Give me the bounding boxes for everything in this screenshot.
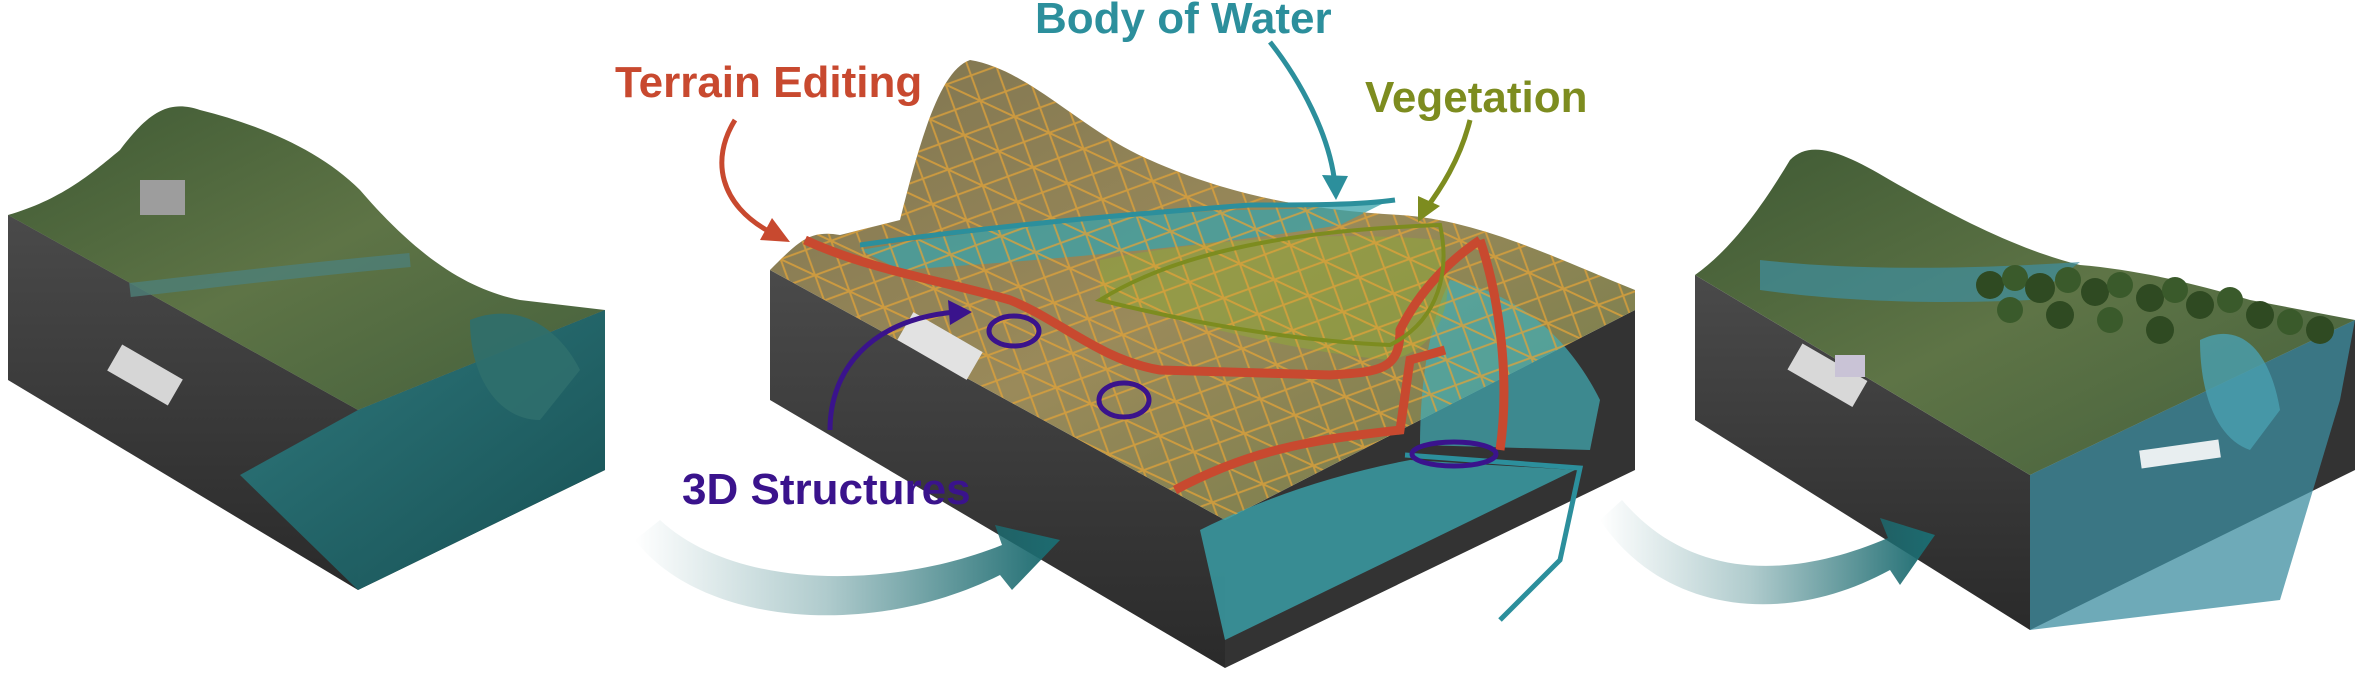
edited-terrain-front	[770, 270, 1225, 668]
body-of-water-pointer	[1268, 40, 1338, 186]
output-trees	[1976, 265, 2334, 344]
input-building-top	[140, 180, 185, 215]
output-terrain	[1695, 149, 2355, 630]
curved-arrow-right-icon	[1600, 500, 1935, 605]
input-building	[107, 344, 183, 406]
structures-arrowhead	[948, 300, 972, 325]
output-structure	[1835, 355, 1865, 377]
edited-lower-water	[1200, 460, 1575, 640]
edited-building	[897, 312, 983, 380]
terrain-edit-boundary-lower	[1172, 345, 1447, 494]
edited-wireframe	[770, 60, 1635, 520]
edited-terrain	[770, 60, 1635, 668]
label-3d-structures: 3D Structures	[682, 465, 971, 514]
label-vegetation: Vegetation	[1365, 73, 1588, 122]
water-boundary-upper	[859, 197, 1396, 248]
output-water-right	[2200, 333, 2280, 450]
curved-arrow-right-icon	[635, 520, 1060, 616]
terrain-editing-arrowhead	[760, 218, 790, 242]
vegetation-pointer	[1422, 119, 1473, 212]
output-terrain-front	[1695, 275, 2030, 630]
label-body-of-water: Body of Water	[1035, 0, 1332, 43]
input-reservoir	[470, 313, 580, 420]
structure-marker-1	[986, 313, 1042, 349]
terrain-edit-boundary-right	[1475, 238, 1509, 451]
input-terrain	[8, 106, 605, 590]
vegetation-boundary	[1094, 222, 1446, 348]
structure-marker-3	[1409, 439, 1499, 469]
output-dam	[2139, 439, 2221, 469]
structures-pointer	[827, 309, 956, 431]
terrain-edit-boundary-upper	[803, 235, 1483, 380]
output-terrain-surface	[1695, 149, 2355, 475]
input-river	[129, 253, 411, 297]
vegetation-arrowhead	[1418, 196, 1440, 222]
transition-arrow-2	[1600, 500, 1935, 605]
structure-marker-2	[1096, 380, 1152, 420]
output-building	[1787, 343, 1868, 407]
terrain-editing-pointer	[719, 118, 772, 235]
transition-arrow-1	[635, 520, 1060, 616]
body-of-water-arrowhead	[1322, 175, 1348, 200]
label-terrain-editing: Terrain Editing	[615, 58, 922, 107]
